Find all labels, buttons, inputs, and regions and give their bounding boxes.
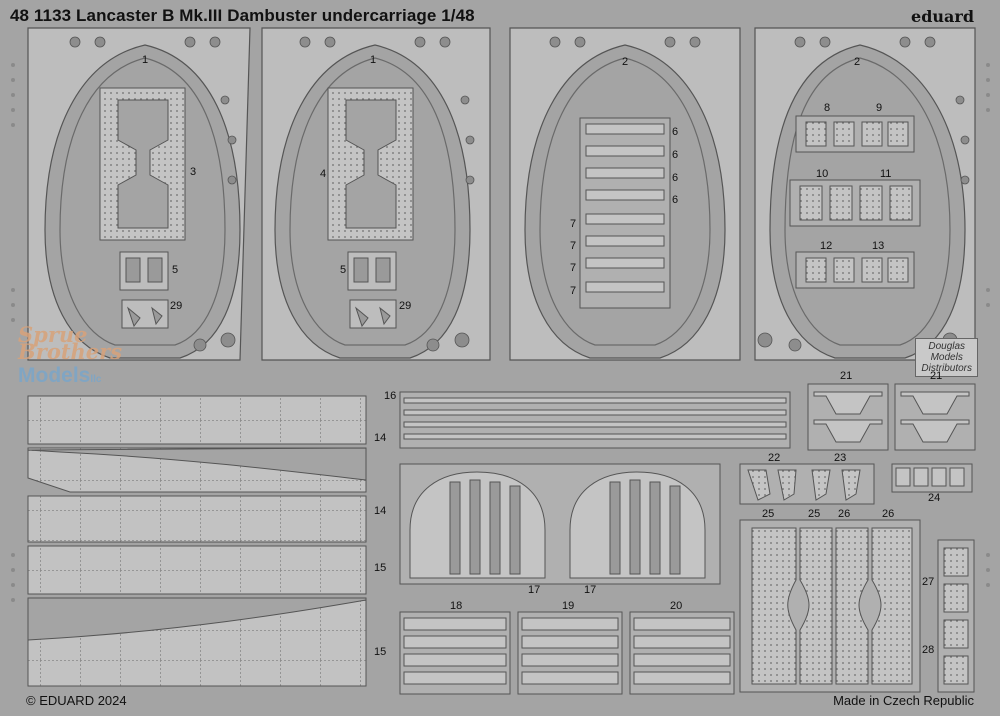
parts-3-4 [99, 87, 414, 241]
parts-8-13 [789, 115, 921, 289]
part-label: 21 [840, 370, 853, 382]
part-label: 7 [570, 240, 577, 252]
part-label: 12 [820, 240, 833, 252]
part-label: 8 [824, 102, 831, 114]
part-label: 7 [570, 218, 577, 230]
part-label: 6 [672, 149, 679, 161]
watermark-line: Distributors [921, 363, 972, 374]
part-label: 1 [370, 54, 377, 66]
watermark-models: Modelsllc [18, 364, 101, 388]
watermark-douglas: Douglas Models Distributors [915, 338, 978, 377]
part-label: 17 [528, 584, 541, 596]
part-label: 4 [320, 168, 327, 180]
part-label: 18 [450, 600, 463, 612]
part-17 [399, 463, 721, 585]
part-label: 5 [172, 264, 179, 276]
parts-18-20 [399, 611, 735, 695]
parts-14-15 [27, 395, 367, 687]
sheet-title: 48 1133 Lancaster B Mk.III Dambuster und… [10, 6, 475, 25]
parts-27-28 [937, 539, 975, 693]
part-label: 15 [374, 562, 387, 574]
watermark-suffix: llc [90, 374, 102, 385]
copyright-text: © EDUARD 2024 [26, 693, 127, 708]
part-label: 23 [834, 452, 847, 464]
part-label: 24 [928, 492, 941, 504]
part-label: 3 [190, 166, 197, 178]
watermark-line: Sprue [18, 322, 88, 347]
part-label: 2 [622, 56, 629, 68]
part-label: 20 [670, 600, 683, 612]
origin-text: Made in Czech Republic [833, 693, 974, 708]
brand-logo: eduard [911, 7, 974, 26]
part-label: 14 [374, 432, 387, 444]
parts-6-7 [579, 117, 671, 309]
part-label: 17 [584, 584, 597, 596]
watermark-line: Models [930, 352, 963, 363]
part-label: 26 [882, 508, 895, 520]
part-label: 7 [570, 262, 577, 274]
part-label: 25 [762, 508, 775, 520]
watermark-line: Models [18, 364, 91, 387]
parts-25-26 [739, 519, 921, 693]
part-label: 29 [170, 300, 183, 312]
part-label: 6 [672, 126, 679, 138]
part-label: 22 [768, 452, 781, 464]
part-label: 7 [570, 285, 577, 297]
part-label: 15 [374, 646, 387, 658]
part-label: 6 [672, 172, 679, 184]
watermark-line: Brothers [18, 339, 123, 364]
parts-22-24 [739, 463, 973, 505]
part-label: 13 [872, 240, 885, 252]
part-label: 5 [340, 264, 347, 276]
part-label: 9 [876, 102, 883, 114]
part-label: 6 [672, 194, 679, 206]
part-label: 2 [854, 56, 861, 68]
part-label: 25 [808, 508, 821, 520]
part-label: 27 [922, 576, 935, 588]
part-label: 10 [816, 168, 829, 180]
part-label: 26 [838, 508, 851, 520]
watermark-line: Douglas [928, 341, 966, 352]
part-label: 29 [399, 300, 412, 312]
part-16 [399, 391, 791, 449]
part-label: 14 [374, 505, 387, 517]
part-label: 16 [384, 390, 397, 402]
part-label: 21 [930, 370, 943, 382]
parts-5-29 [119, 251, 397, 329]
watermark-sprue-brothers: Sprue Brothers [18, 324, 122, 362]
part-label: 19 [562, 600, 575, 612]
part-21 [807, 383, 976, 451]
fret-holes [11, 63, 990, 602]
bay-holes [69, 36, 970, 352]
part-label: 11 [880, 168, 892, 180]
part-label: 1 [142, 54, 149, 66]
part-label: 28 [922, 644, 935, 656]
